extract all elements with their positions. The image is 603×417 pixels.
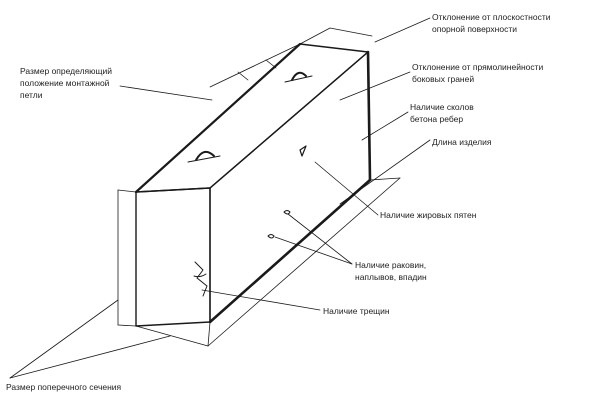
leader-shells-1 bbox=[274, 236, 353, 265]
block-back-edge bbox=[366, 50, 372, 182]
label-chips-1: Наличие сколов bbox=[410, 102, 474, 112]
leader-grease bbox=[314, 161, 379, 216]
leader-deviation bbox=[339, 71, 411, 101]
dim-length bbox=[207, 177, 401, 347]
crack-mark bbox=[194, 261, 208, 297]
leader-loop-size bbox=[119, 85, 213, 101]
loop-upper bbox=[291, 71, 307, 81]
dim-bottom-tick bbox=[207, 321, 211, 347]
label-shells-1: Наличие раковин, bbox=[355, 260, 426, 270]
loop-lower-base bbox=[187, 155, 221, 163]
dim-loop-tick-2 bbox=[265, 59, 277, 69]
leader-section-1 bbox=[9, 299, 119, 379]
shell-mark-1 bbox=[283, 210, 291, 215]
label-chips-2: бетона ребер bbox=[410, 114, 463, 124]
label-loop-size-1: Размер определяющий bbox=[20, 66, 112, 76]
label-length: Длина изделия bbox=[432, 137, 492, 147]
dim-loop-tick-1 bbox=[237, 71, 249, 81]
block-front-face bbox=[135, 187, 211, 327]
crack-mark-2 bbox=[193, 273, 207, 278]
label-cross-section: Размер поперечного сечения bbox=[6, 382, 122, 392]
leader-shells-2 bbox=[287, 213, 353, 265]
label-deviation-1: Отклонение от прямолинейности bbox=[412, 62, 544, 72]
concrete-block bbox=[134, 42, 372, 327]
dim-top bbox=[299, 27, 373, 45]
grease-spot-mark bbox=[299, 145, 307, 157]
label-deviation-2: боковых граней bbox=[412, 74, 474, 84]
dim-bottom bbox=[135, 325, 209, 347]
leader-lines bbox=[9, 17, 431, 379]
block-top-left-edge bbox=[134, 42, 302, 194]
label-grease: Наличие жировых пятен bbox=[380, 210, 477, 220]
leader-cracks bbox=[201, 289, 321, 311]
label-loop-size-3: петли bbox=[20, 90, 43, 100]
dim-left-bottom bbox=[117, 324, 137, 327]
block-right-face bbox=[209, 51, 371, 323]
shell-mark-2 bbox=[267, 234, 275, 239]
labels: Отклонение от плоскостности опорной пове… bbox=[6, 12, 551, 392]
loop-lower bbox=[195, 150, 215, 161]
label-flatness-2: опорной поверхности bbox=[432, 24, 517, 34]
label-shells-2: наплывов, впадин bbox=[355, 272, 427, 282]
leader-chips bbox=[361, 111, 409, 141]
leader-section-2 bbox=[9, 335, 171, 379]
block-bottom-edge bbox=[208, 178, 372, 324]
leader-flatness bbox=[374, 17, 431, 43]
block-top-face bbox=[135, 43, 369, 193]
label-cracks: Наличие трещин bbox=[323, 306, 390, 316]
loop-upper-base bbox=[284, 75, 313, 83]
defect-marks bbox=[193, 145, 307, 297]
dim-left-top bbox=[117, 189, 137, 193]
dimension-lines bbox=[117, 27, 431, 347]
dim-loop-1 bbox=[209, 43, 301, 88]
label-loop-size-2: положение монтажной bbox=[20, 78, 110, 88]
lifting-loops bbox=[187, 71, 313, 163]
dim-length-ext bbox=[339, 139, 431, 205]
label-flatness-1: Отклонение от плоскостности bbox=[432, 12, 551, 22]
dim-length-end bbox=[369, 177, 401, 181]
